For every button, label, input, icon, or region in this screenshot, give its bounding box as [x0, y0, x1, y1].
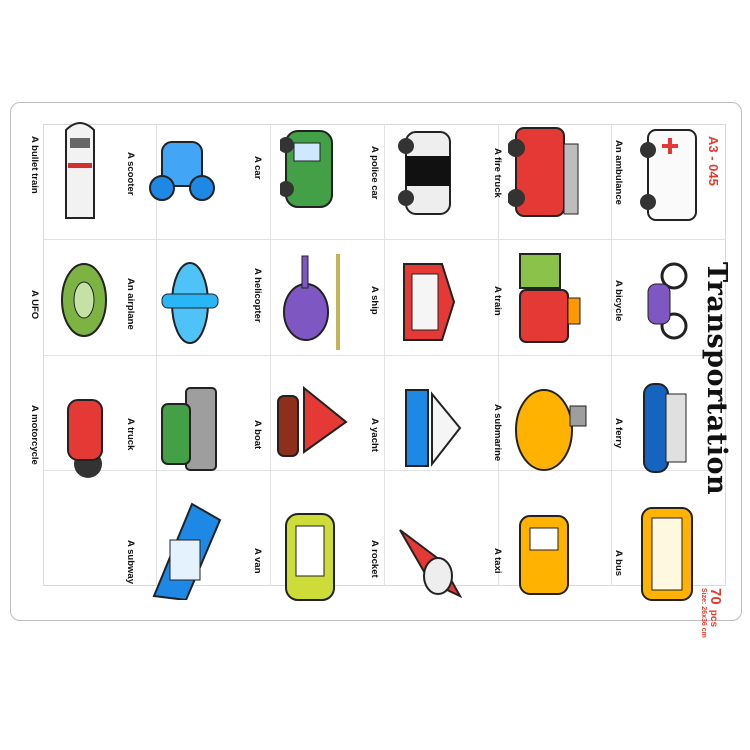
puzzle-board [10, 102, 742, 621]
motorcycle-icon [67, 399, 103, 478]
bicycle-icon [647, 262, 688, 340]
vehicle-label: A taxi [492, 548, 503, 574]
vehicle-label: A rocket [369, 540, 380, 578]
vehicle-label: A bicycle [613, 280, 624, 322]
yacht-icon [405, 389, 462, 467]
piece-count: 70 [707, 588, 724, 605]
train-icon [519, 253, 581, 343]
ufo-icon [61, 263, 107, 337]
taxi-icon [519, 515, 569, 595]
vehicle-label: A submarine [492, 404, 503, 462]
police-car-icon [398, 131, 451, 215]
product-code: A3 - 045 [706, 136, 721, 186]
grid-line [270, 124, 271, 586]
bullet-train-icon [65, 122, 95, 219]
vehicle-label: A bullet train [29, 136, 40, 194]
vehicle-label: A helicopter [252, 268, 263, 323]
ship-icon [403, 263, 456, 341]
van-icon [285, 513, 335, 601]
car-icon [280, 130, 333, 208]
bus-icon [641, 507, 693, 601]
puzzle-size: Size: 26x36 cm [700, 588, 707, 638]
vehicle-label: A yacht [369, 418, 380, 452]
vehicle-label: A police car [369, 146, 380, 200]
grid-line [384, 124, 385, 586]
fire-truck-icon [508, 127, 579, 217]
vehicle-label: A van [252, 548, 263, 574]
piece-unit: pcs [708, 609, 719, 628]
vehicle-label: A truck [125, 418, 136, 451]
vehicle-label: A fire truck [492, 148, 503, 198]
vehicle-label: A ship [369, 286, 380, 315]
ambulance-icon [640, 129, 697, 221]
vehicle-label: An ambulance [613, 140, 624, 205]
grid-line [156, 124, 157, 586]
grid-line [498, 124, 499, 586]
vehicle-label: A motorcycle [29, 405, 40, 465]
vehicle-label: A car [252, 156, 263, 180]
piece-info: 70 pcs Size: 26x36 cm [700, 588, 726, 638]
vehicle-label: An airplane [125, 278, 136, 330]
vehicle-label: A scooter [125, 152, 136, 196]
airplane-icon [161, 262, 219, 344]
submarine-icon [515, 389, 587, 471]
vehicle-label: A UFO [29, 290, 40, 320]
grid-line [611, 124, 612, 586]
vehicle-label: A subway [125, 540, 136, 584]
rocket-icon [399, 529, 463, 599]
vehicle-label: A boat [252, 420, 263, 450]
truck-icon [161, 387, 217, 471]
vehicle-label: A ferry [613, 418, 624, 449]
vehicle-label: A bus [613, 550, 624, 577]
scooter-icon [149, 141, 215, 201]
boat-icon [277, 385, 348, 457]
subway-icon [152, 502, 222, 600]
helicopter-icon [283, 254, 340, 350]
ferry-icon [643, 383, 687, 473]
page-title: Transportation [701, 262, 732, 496]
vehicle-label: A train [492, 286, 503, 316]
